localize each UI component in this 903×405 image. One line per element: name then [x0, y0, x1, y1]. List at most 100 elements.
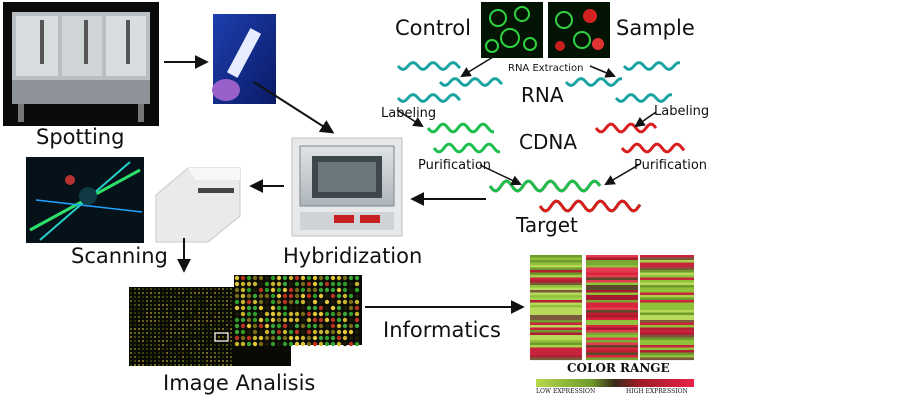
purification-left-label: Purification [418, 158, 492, 173]
array-spot [324, 311, 330, 317]
array-spot [158, 292, 160, 294]
array-spot [206, 312, 208, 314]
array-spot [210, 352, 212, 354]
array-spot [182, 316, 184, 318]
nucleic-acid-strands [396, 61, 686, 213]
array-spot [162, 344, 164, 346]
array-spot [294, 293, 300, 299]
array-spot [312, 323, 318, 329]
array-spot [246, 323, 252, 329]
array-spot [264, 305, 270, 311]
array-spot [150, 352, 152, 354]
array-spot [306, 275, 312, 281]
heatmap-cell [640, 340, 694, 343]
heatmap-cell [530, 302, 582, 306]
array-spot [134, 304, 136, 306]
heatmap-cell [530, 340, 582, 343]
array-spot [142, 328, 144, 330]
array-spot [222, 300, 224, 302]
array-spot [138, 332, 140, 334]
array-spot [138, 336, 140, 338]
rna-extraction-label: RNA Extraction [508, 63, 584, 74]
array-spot [174, 292, 176, 294]
heatmap-cell [586, 272, 638, 276]
array-spot [166, 360, 168, 362]
array-spot [150, 344, 152, 346]
array-spot [336, 299, 342, 305]
array-spot [202, 308, 204, 310]
heatmap-cell [530, 297, 582, 301]
array-spot [150, 356, 152, 358]
array-spot [202, 356, 204, 358]
array-spot [240, 317, 246, 323]
array-spot [206, 356, 208, 358]
array-spot [214, 360, 216, 362]
array-spot [234, 299, 240, 305]
array-spot [170, 340, 172, 342]
strand-wave [426, 122, 494, 134]
array-spot [190, 300, 192, 302]
array-spot [170, 288, 172, 290]
array-spot [294, 317, 300, 323]
array-spot [194, 360, 196, 362]
array-spot [218, 348, 220, 350]
heatmap-cell [586, 265, 638, 268]
array-spot [190, 288, 192, 290]
heatmap-cell [530, 310, 582, 313]
array-spot [134, 320, 136, 322]
array-spot [240, 311, 246, 317]
array-spot [264, 317, 270, 323]
array-spot [202, 340, 204, 342]
array-spot [258, 311, 264, 317]
array-spot [288, 323, 294, 329]
array-spot [214, 300, 216, 302]
array-spot [306, 317, 312, 323]
array-spot [162, 316, 164, 318]
array-spot [222, 288, 224, 290]
array-spot [318, 335, 324, 341]
array-spot [276, 329, 282, 335]
array-spot [354, 281, 360, 287]
array-spot [324, 281, 330, 287]
array-spot [146, 332, 148, 334]
array-spot [202, 364, 204, 366]
array-spot [178, 300, 180, 302]
array-spot [154, 312, 156, 314]
array-spot [190, 340, 192, 342]
array-spot [202, 288, 204, 290]
array-spot [162, 360, 164, 362]
array-spot [158, 348, 160, 350]
array-spot [198, 296, 200, 298]
array-spot [276, 287, 282, 293]
low-expression-label: LOW EXPRESSION [536, 388, 596, 395]
array-spot [294, 341, 300, 347]
array-spot [288, 311, 294, 317]
array-spot [154, 328, 156, 330]
array-spot [154, 292, 156, 294]
array-spot [194, 344, 196, 346]
array-spot [230, 356, 232, 358]
heatmap-cell [640, 265, 694, 268]
array-spot [170, 304, 172, 306]
array-spot [154, 324, 156, 326]
array-spot [178, 328, 180, 330]
array-spot [170, 364, 172, 366]
high-expression-label: HIGH EXPRESSION [626, 388, 688, 395]
array-spot [206, 304, 208, 306]
array-spot [198, 300, 200, 302]
heatmap-cell [586, 325, 638, 328]
hybridization-oven-image [291, 137, 403, 237]
heatmap-cell [530, 265, 582, 268]
heatmap-cell [586, 322, 638, 326]
array-spot [324, 293, 330, 299]
array-spot [270, 305, 276, 311]
heatmap-cell [530, 315, 582, 318]
array-spot [146, 292, 148, 294]
heatmap-cell [586, 275, 638, 278]
array-spot [214, 308, 216, 310]
array-spot [150, 332, 152, 334]
array-spot [210, 344, 212, 346]
array-spot [348, 341, 354, 347]
array-spot [130, 344, 132, 346]
